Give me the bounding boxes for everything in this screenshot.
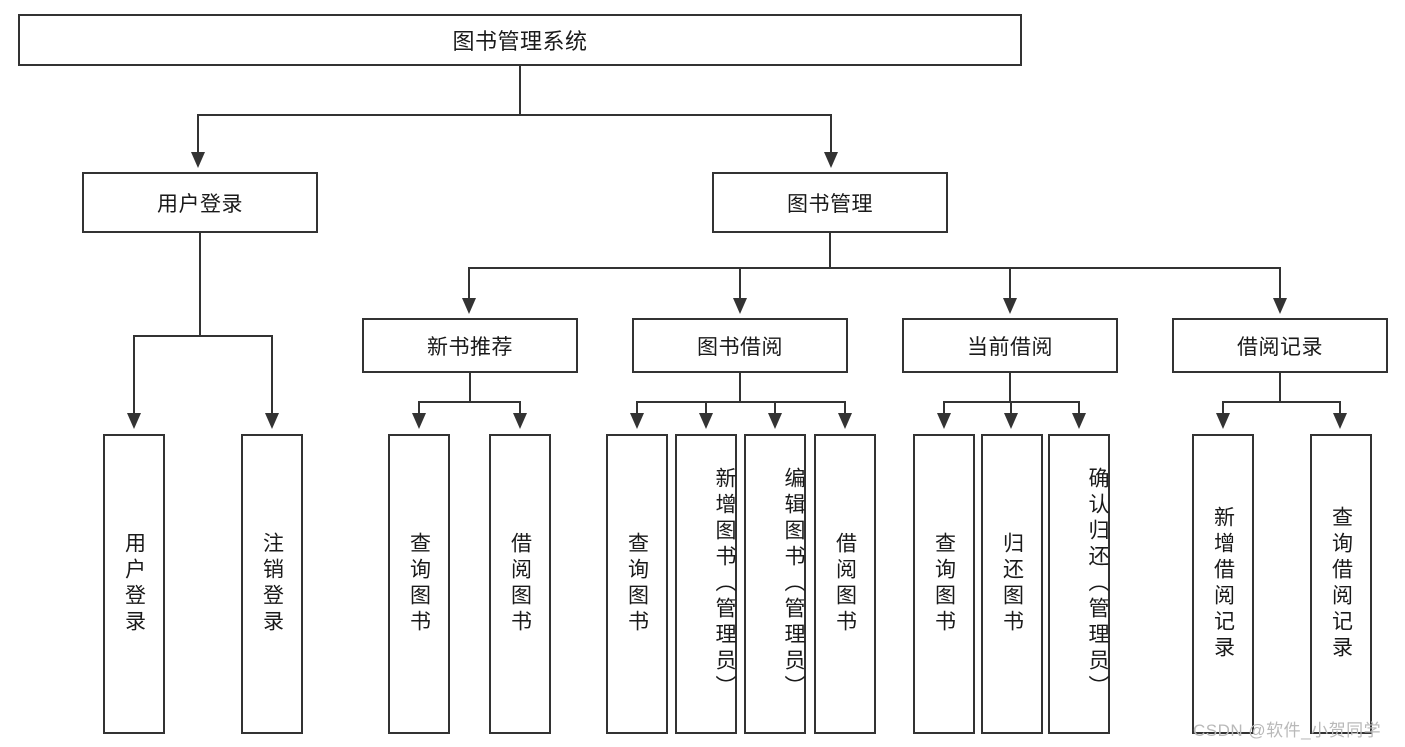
node-label: 新增借阅记录 [1211, 506, 1235, 662]
edge-drop-user-login [197, 114, 199, 156]
arrow-icon-br-add [1216, 413, 1230, 429]
edge-drop-bb-borrow [844, 401, 846, 417]
arrow-icon-current-borrow [1003, 298, 1017, 314]
arrow-icon-borrow-record [1273, 298, 1287, 314]
edge-drop-leaf-logout [271, 335, 273, 417]
edge-drop-new-book-recommend [468, 267, 470, 301]
edge-bb-bus [636, 401, 846, 403]
leaf-bb-borrow-book[interactable]: 借阅图书 [814, 434, 876, 734]
edge-bb-stem [739, 373, 741, 402]
edge-cb-stem [1009, 373, 1011, 402]
edge-root-stem [519, 66, 521, 115]
arrow-icon-leaf-logout [265, 413, 279, 429]
node-label: 注销登录 [260, 532, 284, 636]
edge-root-bus [198, 114, 832, 116]
edge-drop-bb-add [705, 401, 707, 417]
node-label: 查询图书 [407, 532, 431, 636]
node-label: 查询借阅记录 [1329, 506, 1353, 662]
node-label: 图书借阅 [697, 335, 783, 359]
node-label: 图书管理系统 [452, 29, 588, 54]
leaf-bb-add-book-admin[interactable]: 新增图书（管理员） [675, 434, 737, 734]
node-current-borrow[interactable]: 当前借阅 [902, 318, 1118, 373]
leaf-bb-edit-book-admin[interactable]: 编辑图书（管理员） [744, 434, 806, 734]
node-label: 确认归还（管理员） [1086, 467, 1109, 701]
edge-drop-cb-return [1010, 401, 1012, 417]
arrow-icon-user-login [191, 152, 205, 168]
node-label: 新增图书（管理员） [713, 467, 736, 701]
leaf-nbr-query-book[interactable]: 查询图书 [388, 434, 450, 734]
arrow-icon-bb-edit [768, 413, 782, 429]
node-root-book-management-system[interactable]: 图书管理系统 [18, 14, 1022, 66]
arrow-icon-cb-return [1004, 413, 1018, 429]
leaf-br-query-record[interactable]: 查询借阅记录 [1310, 434, 1372, 734]
node-label: 借阅图书 [833, 532, 857, 636]
edge-book-management-stem [829, 233, 831, 269]
node-label: 借阅图书 [508, 532, 532, 636]
node-borrow-record[interactable]: 借阅记录 [1172, 318, 1388, 373]
edge-drop-nbr-query [418, 401, 420, 417]
node-label: 用户登录 [157, 192, 243, 216]
edge-drop-br-query [1339, 401, 1341, 417]
arrow-icon-bb-add [699, 413, 713, 429]
csdn-watermark: CSDN @软件_小贺同学 [1193, 721, 1382, 740]
node-new-book-recommend[interactable]: 新书推荐 [362, 318, 578, 373]
edge-nbr-bus [418, 401, 521, 403]
leaf-cb-confirm-return-admin[interactable]: 确认归还（管理员） [1048, 434, 1110, 734]
arrow-icon-leaf-user-login [127, 413, 141, 429]
edge-drop-nbr-borrow [519, 401, 521, 417]
edge-br-stem [1279, 373, 1281, 402]
leaf-user-login[interactable]: 用户登录 [103, 434, 165, 734]
arrow-icon-nbr-query [412, 413, 426, 429]
edge-drop-leaf-user-login [133, 335, 135, 417]
node-label: 归还图书 [1000, 532, 1024, 636]
arrow-icon-new-book-recommend [462, 298, 476, 314]
leaf-br-add-record[interactable]: 新增借阅记录 [1192, 434, 1254, 734]
arrow-icon-cb-confirm [1072, 413, 1086, 429]
arrow-icon-bb-query [630, 413, 644, 429]
node-label: 查询图书 [625, 532, 649, 636]
edge-drop-bb-edit [774, 401, 776, 417]
edge-drop-cb-confirm [1078, 401, 1080, 417]
edge-br-bus [1222, 401, 1341, 403]
edge-user-login-stem [199, 233, 201, 336]
edge-nbr-stem [469, 373, 471, 402]
arrow-icon-cb-query [937, 413, 951, 429]
edge-drop-bb-query [636, 401, 638, 417]
arrow-icon-nbr-borrow [513, 413, 527, 429]
node-label: 当前借阅 [967, 335, 1053, 359]
arrow-icon-br-query [1333, 413, 1347, 429]
edge-drop-br-add [1222, 401, 1224, 417]
edge-drop-current-borrow [1009, 267, 1011, 301]
edge-book-management-bus [468, 267, 1280, 269]
edge-user-login-bus [133, 335, 272, 337]
leaf-cb-return-book[interactable]: 归还图书 [981, 434, 1043, 734]
node-label: 编辑图书（管理员） [782, 467, 805, 701]
node-book-management[interactable]: 图书管理 [712, 172, 948, 233]
leaf-nbr-borrow-book[interactable]: 借阅图书 [489, 434, 551, 734]
leaf-bb-query-book[interactable]: 查询图书 [606, 434, 668, 734]
node-label: 用户登录 [122, 532, 146, 636]
leaf-cb-query-book[interactable]: 查询图书 [913, 434, 975, 734]
node-label: 借阅记录 [1237, 335, 1323, 359]
leaf-logout[interactable]: 注销登录 [241, 434, 303, 734]
edge-drop-book-management [830, 114, 832, 156]
arrow-icon-book-management [824, 152, 838, 168]
edge-drop-borrow-record [1279, 267, 1281, 301]
node-book-borrow[interactable]: 图书借阅 [632, 318, 848, 373]
node-label: 新书推荐 [427, 335, 513, 359]
arrow-icon-book-borrow [733, 298, 747, 314]
edge-drop-cb-query [943, 401, 945, 417]
arrow-icon-bb-borrow [838, 413, 852, 429]
edge-drop-book-borrow [739, 267, 741, 301]
node-label: 图书管理 [787, 192, 873, 216]
node-user-login[interactable]: 用户登录 [82, 172, 318, 233]
node-label: 查询图书 [932, 532, 956, 636]
